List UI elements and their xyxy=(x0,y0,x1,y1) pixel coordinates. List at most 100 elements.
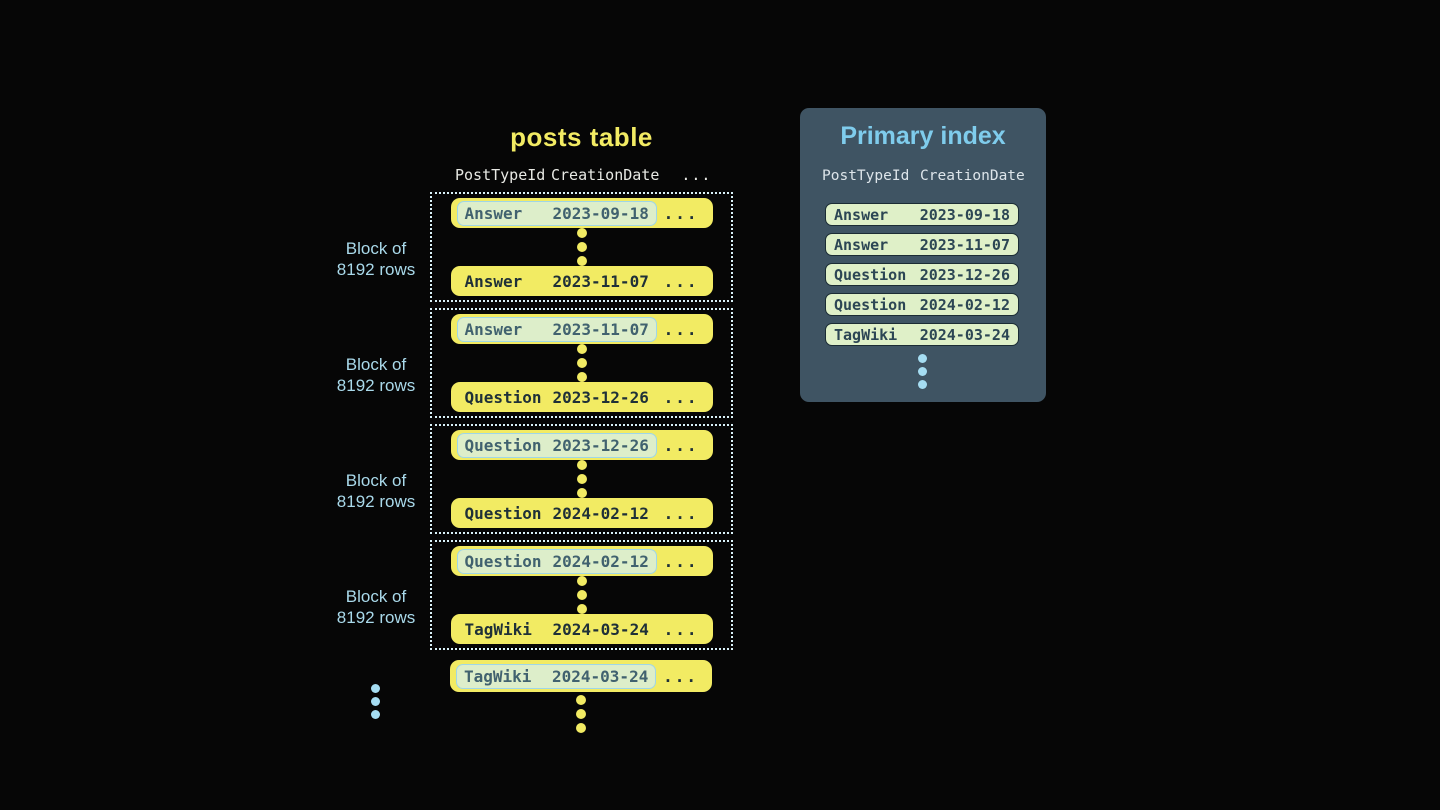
dot-icon xyxy=(576,460,587,470)
block-label: Block of 8192 rows xyxy=(286,238,466,280)
cell-creation-date: 2023-11-07 xyxy=(919,235,1010,254)
dot-icon xyxy=(371,684,380,693)
dot-icon xyxy=(576,228,587,238)
row-ellipsis: ... xyxy=(663,551,699,571)
row-highlight-box: Question 2023-12-26 xyxy=(457,385,657,410)
row-highlight-box: Answer 2023-11-07 xyxy=(456,316,657,342)
table-row: TagWiki 2024-03-24 ... xyxy=(450,614,713,644)
table-row: Question 2023-12-26 ... xyxy=(450,382,713,412)
cell-creation-date: 2024-02-12 xyxy=(919,295,1010,314)
row-ellipsis: ... xyxy=(663,387,699,407)
hidden-rows-ellipsis-icon xyxy=(576,228,587,266)
dot-icon xyxy=(576,709,586,719)
cell-post-type: Answer xyxy=(464,271,523,291)
cell-creation-date: 2024-03-24 xyxy=(552,666,649,686)
block-label-line2: 8192 rows xyxy=(336,376,416,395)
primary-index-panel: Primary index PostTypeId CreationDate An… xyxy=(800,108,1046,402)
more-blocks-ellipsis-icon xyxy=(371,684,380,719)
block-label-line1: Block of xyxy=(345,355,407,374)
block-label-line2: 8192 rows xyxy=(336,492,416,511)
cell-creation-date: 2023-09-18 xyxy=(919,205,1010,224)
posts-table-title: posts table xyxy=(510,122,653,152)
dot-icon xyxy=(576,576,587,586)
cell-post-type: Answer xyxy=(464,203,523,223)
index-row: Question 2023-12-26 xyxy=(825,263,1019,286)
block-label-line1: Block of xyxy=(345,587,407,606)
row-highlight-box: Answer 2023-11-07 xyxy=(457,269,657,294)
cell-creation-date: 2023-12-26 xyxy=(919,265,1010,284)
row-highlight-box: TagWiki 2024-03-24 xyxy=(457,617,657,642)
cell-post-type: Answer xyxy=(834,205,889,224)
hidden-rows-ellipsis-icon xyxy=(576,344,587,382)
dot-icon xyxy=(576,474,587,484)
dot-icon xyxy=(371,710,380,719)
table-row: Answer 2023-09-18 ... xyxy=(450,198,713,228)
row-ellipsis: ... xyxy=(663,271,699,291)
table-row: Question 2024-02-12 ... xyxy=(450,498,713,528)
index-row: Answer 2023-11-07 xyxy=(825,233,1019,256)
cell-post-type: Question xyxy=(464,387,542,407)
dot-icon xyxy=(576,372,587,382)
block-label-line2: 8192 rows xyxy=(336,608,416,627)
header-more-columns: ... xyxy=(681,166,712,184)
dot-icon xyxy=(576,242,587,252)
index-row: Question 2024-02-12 xyxy=(825,293,1019,316)
hidden-rows-ellipsis-icon xyxy=(576,576,587,614)
dot-icon xyxy=(918,380,927,389)
cell-post-type: Answer xyxy=(834,235,889,254)
cell-post-type: Question xyxy=(834,295,907,314)
dot-icon xyxy=(576,344,587,354)
cell-post-type: Question xyxy=(464,551,542,571)
primary-index-column-headers: PostTypeId CreationDate xyxy=(822,168,1025,184)
cell-creation-date: 2023-11-07 xyxy=(552,271,649,291)
dot-icon xyxy=(576,488,587,498)
cell-post-type: TagWiki xyxy=(464,666,532,686)
index-row: Answer 2023-09-18 xyxy=(825,203,1019,226)
block-label: Block of 8192 rows xyxy=(286,586,466,628)
cell-post-type: TagWiki xyxy=(464,619,532,639)
cell-creation-date: 2023-11-07 xyxy=(552,319,649,339)
block-label: Block of 8192 rows xyxy=(286,470,466,512)
dot-icon xyxy=(576,358,587,368)
more-rows-ellipsis-icon xyxy=(576,695,586,733)
dot-icon xyxy=(918,354,927,363)
header-creation-date: CreationDate xyxy=(920,168,1025,184)
cell-creation-date: 2023-12-26 xyxy=(552,435,649,455)
row-highlight-box: TagWiki 2024-03-24 xyxy=(456,663,657,689)
row-ellipsis: ... xyxy=(663,503,699,523)
dot-icon xyxy=(576,723,586,733)
dot-icon xyxy=(576,256,587,266)
row-highlight-box: Question 2024-02-12 xyxy=(456,548,657,574)
row-ellipsis: ... xyxy=(663,619,699,639)
block-label-line1: Block of xyxy=(345,471,407,490)
posts-block: Answer 2023-11-07 ... Question 2023-12-2… xyxy=(430,308,733,418)
header-post-type-id: PostTypeId xyxy=(822,168,910,184)
table-row: TagWiki 2024-03-24 ... xyxy=(450,660,712,692)
posts-table-column-headers: PostTypeId CreationDate ... xyxy=(455,166,711,184)
dot-icon xyxy=(576,695,586,705)
row-ellipsis: ... xyxy=(663,319,699,339)
cell-post-type: Question xyxy=(464,435,542,455)
block-label-line1: Block of xyxy=(345,239,407,258)
index-row: TagWiki 2024-03-24 xyxy=(825,323,1019,346)
cell-creation-date: 2024-02-12 xyxy=(552,503,649,523)
row-highlight-box: Question 2023-12-26 xyxy=(456,432,657,458)
header-post-type-id: PostTypeId xyxy=(455,166,546,184)
header-creation-date: CreationDate xyxy=(551,166,660,184)
more-index-entries-ellipsis-icon xyxy=(918,354,927,389)
block-label: Block of 8192 rows xyxy=(286,354,466,396)
table-row: Answer 2023-11-07 ... xyxy=(450,314,713,344)
table-row: Question 2023-12-26 ... xyxy=(450,430,713,460)
primary-index-title: Primary index xyxy=(840,122,1006,150)
dot-icon xyxy=(918,367,927,376)
cell-creation-date: 2024-03-24 xyxy=(552,619,649,639)
cell-post-type: Question xyxy=(834,265,907,284)
dot-icon xyxy=(371,697,380,706)
dot-icon xyxy=(576,604,587,614)
cell-creation-date: 2023-12-26 xyxy=(552,387,649,407)
table-row: Question 2024-02-12 ... xyxy=(450,546,713,576)
block-label-line2: 8192 rows xyxy=(336,260,416,279)
row-ellipsis: ... xyxy=(663,435,699,455)
posts-block: Answer 2023-09-18 ... Answer 2023-11-07 … xyxy=(430,192,733,302)
